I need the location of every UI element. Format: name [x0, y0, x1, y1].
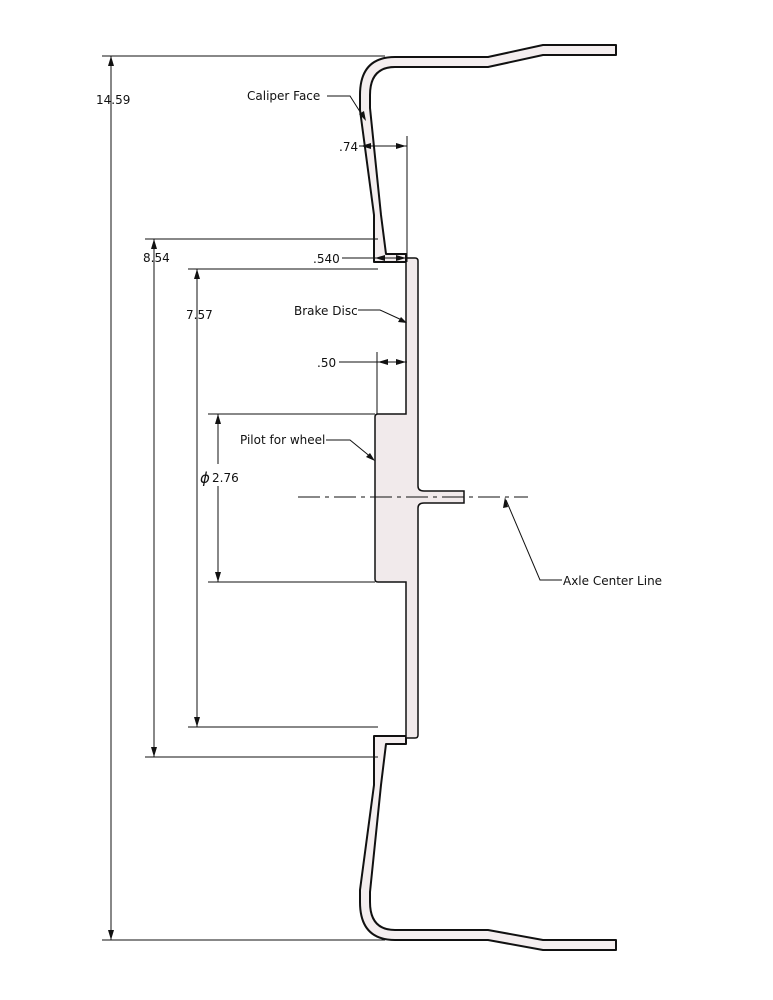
leader-axle-center-line [505, 499, 562, 581]
arrow-pilot [366, 453, 375, 461]
dim-pilot-diameter: 2.76 [212, 471, 239, 485]
arrow-step-bottom [151, 747, 157, 757]
arrow-pilot-bottom [215, 572, 221, 582]
arrow-brake-disc [398, 317, 407, 323]
arrow-step-depth-right [396, 255, 406, 261]
dim-caliper-face-offset: .74 [339, 140, 358, 154]
brake-disc-and-pilot [374, 257, 465, 739]
arrow-caliper-right [396, 143, 406, 149]
arrow-caliper-face [359, 111, 366, 121]
arrow-pilot-top [215, 414, 221, 424]
callout-axle-center-line: Axle Center Line [563, 574, 662, 588]
arrow-overall-top [108, 56, 114, 66]
diameter-symbol: ϕ [200, 469, 210, 487]
arrow-disc-offset-left [378, 359, 388, 365]
arrow-caliper-left [361, 143, 371, 149]
arrow-axle-center-line [503, 497, 508, 508]
dim-disc-height: 7.57 [186, 308, 213, 322]
leader-pilot [326, 439, 373, 459]
dim-disc-offset: .50 [317, 356, 336, 370]
arrow-disc-bottom [194, 717, 200, 727]
callout-caliper-face: Caliper Face [247, 89, 320, 103]
arrow-overall-bottom [108, 930, 114, 940]
arrow-step-depth-left [375, 255, 385, 261]
dim-step-depth: .540 [313, 252, 340, 266]
dim-step-height: 8.54 [143, 251, 170, 265]
leader-brake-disc [358, 309, 405, 322]
wheel-shell-lower [359, 735, 617, 951]
callout-brake-disc: Brake Disc [294, 304, 358, 318]
arrow-step-top [151, 239, 157, 249]
arrow-disc-top [194, 269, 200, 279]
wheel-shell-upper [359, 44, 617, 263]
callout-pilot-for-wheel: Pilot for wheel [240, 433, 325, 447]
arrow-disc-offset-right [396, 359, 406, 365]
leader-caliper-face [327, 95, 365, 119]
dim-overall-height: 14.59 [96, 93, 130, 107]
